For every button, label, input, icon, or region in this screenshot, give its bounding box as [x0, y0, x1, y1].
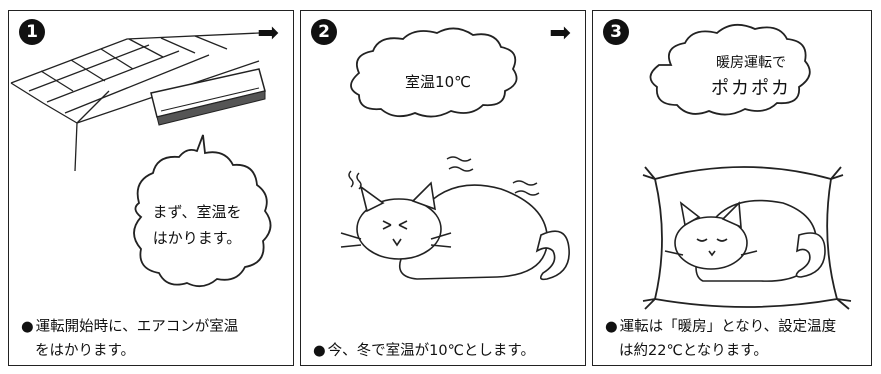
caption-line-2: をはかります。 [35, 343, 136, 359]
cold-cat-illustration [340, 27, 570, 281]
speech-line-1: まず、室温を [152, 203, 242, 221]
caption-line-1: 今、冬で室温が10℃とします。 [327, 343, 535, 359]
step-number-2: 2 [311, 19, 337, 45]
bullet-icon: ● [605, 319, 618, 335]
caption-line-1: 運転開始時に、エアコンが室温 [35, 319, 239, 335]
caption-line-1: 運転は「暖房」となり、設定温度 [619, 319, 837, 335]
cloud-line-2: ポカポカ [711, 78, 791, 99]
step-number-3: 3 [603, 19, 629, 45]
cloud-text: 室温10℃ [405, 73, 471, 91]
cloud-line-1: 暖房運転で [716, 55, 786, 71]
cat-icon [664, 199, 826, 282]
panel-3: 3 [592, 10, 872, 366]
speech-bubble [133, 134, 272, 288]
bullet-icon: ● [313, 343, 326, 359]
shiver-lines-icon [348, 156, 540, 196]
cat-icon [340, 181, 570, 281]
bullet-icon: ● [21, 319, 34, 335]
speech-line-2: はかります。 [152, 229, 242, 247]
next-arrow-icon: ➡ [549, 18, 571, 48]
thought-cloud [649, 23, 811, 116]
panel-1: 1 ➡ [8, 10, 294, 366]
panel-2-caption: ●今、冬で室温が10℃とします。 [313, 339, 577, 363]
thought-cloud [350, 27, 518, 118]
next-arrow-icon: ➡ [257, 18, 279, 48]
panel-2: 2 ➡ [300, 10, 586, 366]
warm-cat-illustration [642, 23, 852, 310]
ceiling-aircon-illustration [10, 32, 272, 288]
cloud-text: 暖房運転で ポカポカ [671, 51, 831, 103]
caption-line-2: は約22℃となります。 [619, 343, 768, 359]
step-number-1: 1 [19, 19, 45, 45]
speech-bubble-text: まず、室温を はかります。 [127, 199, 267, 251]
panel-3-caption: ●運転は「暖房」となり、設定温度 は約22℃となります。 [605, 315, 863, 363]
panel-1-caption: ●運転開始時に、エアコンが室温 をはかります。 [21, 315, 285, 363]
air-conditioner-icon [150, 68, 266, 126]
